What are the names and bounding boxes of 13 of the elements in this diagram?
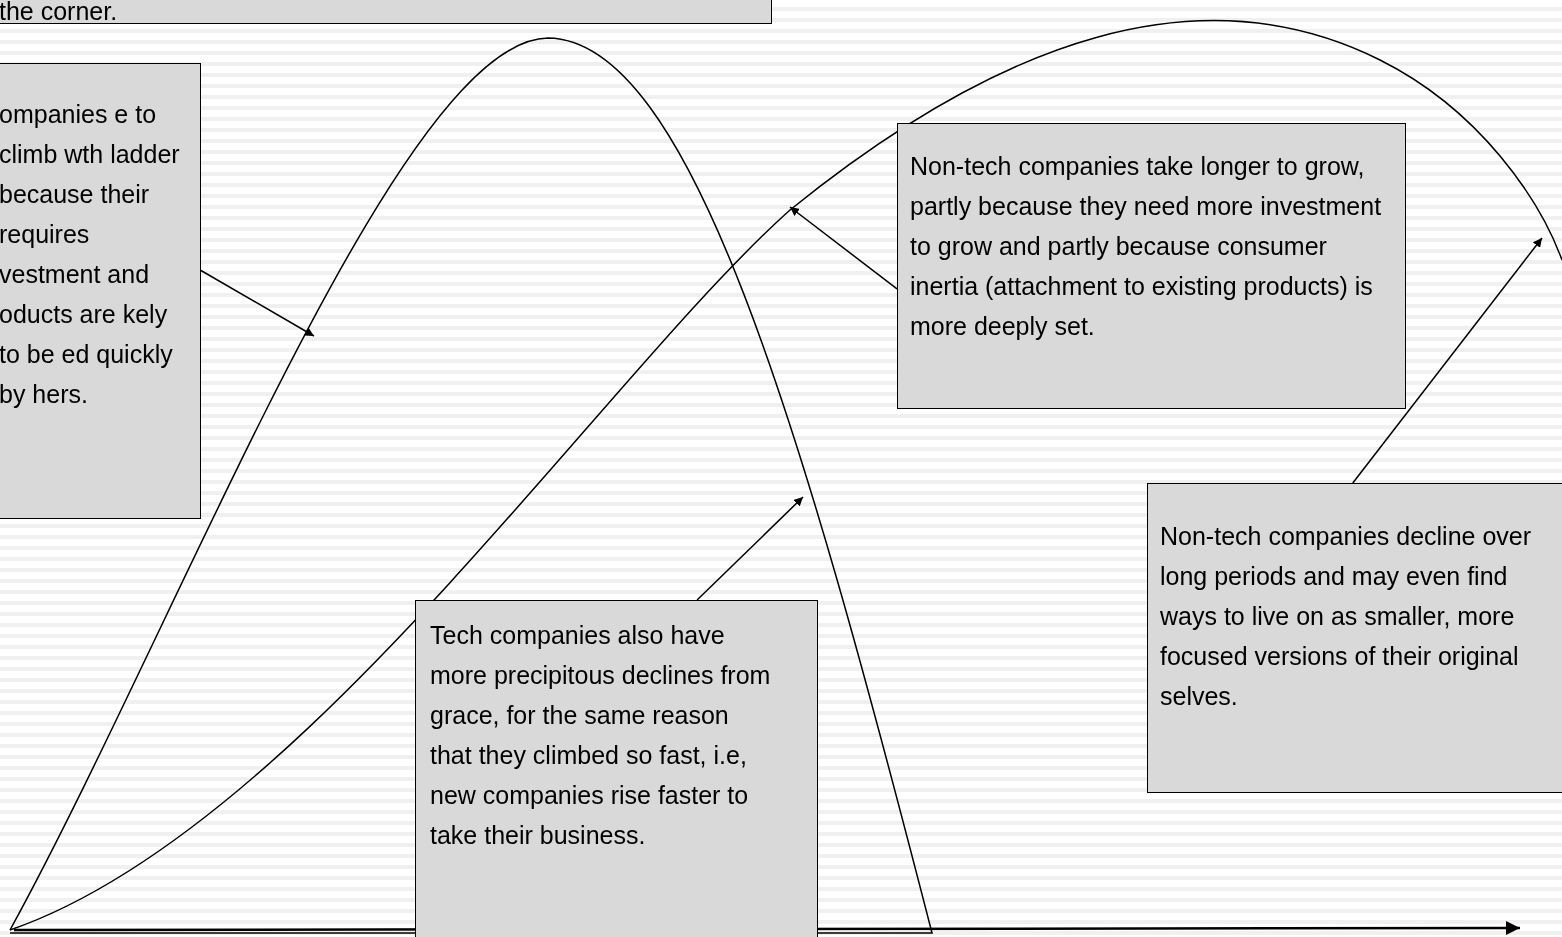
callout-box xyxy=(415,600,818,937)
leader-line xyxy=(200,269,315,337)
callout-text: the corner. xyxy=(0,0,119,23)
callout-text: Non-tech companies decline over long periods and may even find ways to live on as smaller, more focused versions of their original selves. xyxy=(1160,521,1533,712)
callout-text: Tech companies also have more precipitous declines from grace, for the same reason that they climbed so fast, i.e, new companies rise faster to take their business. xyxy=(430,620,772,851)
callout-box xyxy=(0,0,772,24)
callout-text: Non-tech companies take longer to grow, partly because they need more investment to grow and partly because consumer inertia (attachment to existing products) is more deeply set. xyxy=(910,151,1383,342)
callout-box xyxy=(897,123,1406,409)
callout-box xyxy=(1147,483,1562,793)
callout-box xyxy=(0,63,201,519)
leader-line xyxy=(789,206,898,290)
leader-line xyxy=(1352,237,1543,484)
leader-line xyxy=(696,496,804,601)
